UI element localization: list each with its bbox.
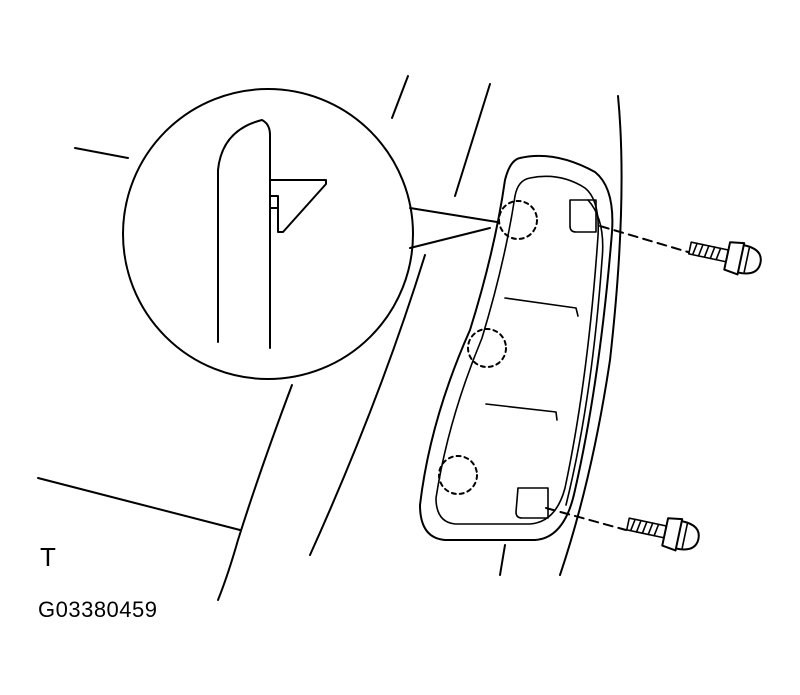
view-label: T — [40, 542, 56, 572]
trim-cover — [419, 154, 614, 541]
clip-detail-magnifier — [122, 88, 414, 380]
clip-positions — [438, 200, 538, 495]
bolt-icon-lower — [625, 517, 700, 552]
figure-code: G03380459 — [38, 597, 158, 622]
bolt-alignment-lines — [545, 225, 689, 531]
bolt-icon-upper — [687, 241, 762, 276]
magnifier-leader — [409, 207, 498, 249]
body-panel-lines — [37, 75, 623, 601]
